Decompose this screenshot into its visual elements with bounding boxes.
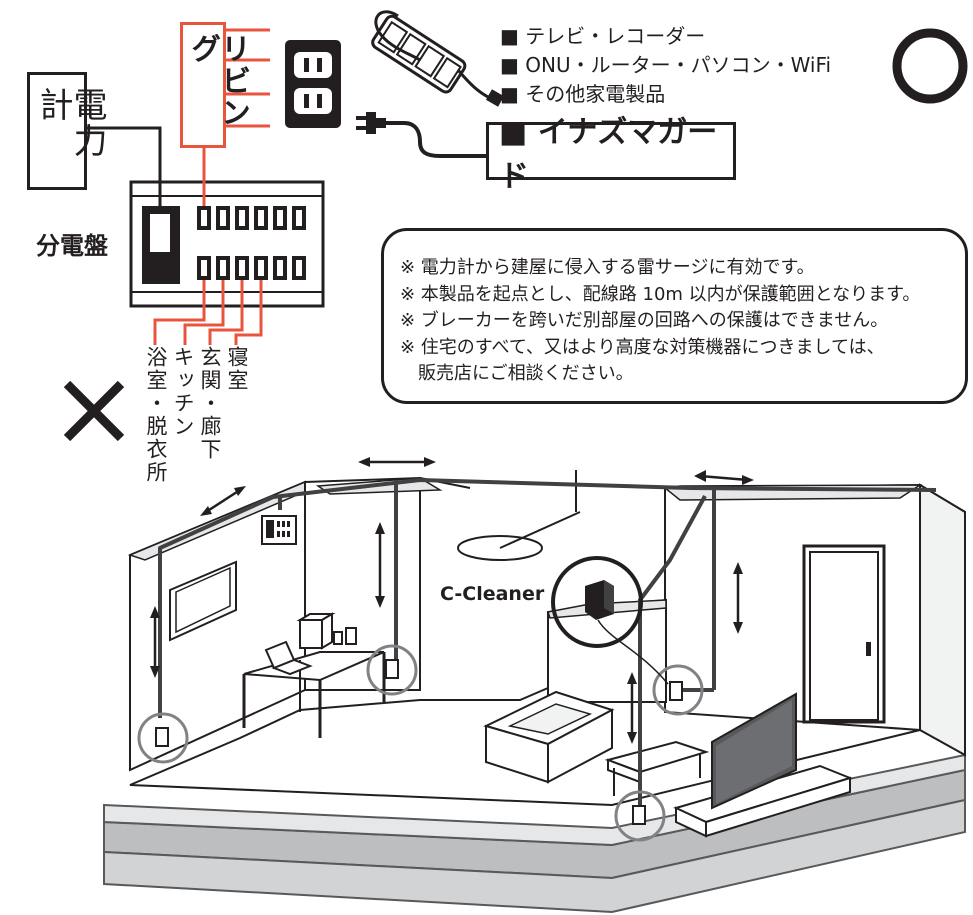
device-item: ■ その他家電製品 xyxy=(500,82,666,106)
power-strip-cord xyxy=(374,10,421,62)
room-label-bath: 浴室・脱衣所 xyxy=(144,346,168,484)
note-line: ※ 住宅のすべて、又はより高度な対策機器につきましては、 xyxy=(400,336,885,358)
inazuma-guard-label: ■ イナズマガード xyxy=(499,115,718,194)
device-item: ■ ONU・ルーター・パソコン・WiFi xyxy=(500,53,832,77)
note-line: ※ 電力計から建屋に侵入する雷サージに有効です。 xyxy=(400,257,815,278)
guard-cord xyxy=(386,121,488,158)
power-strip-icon xyxy=(371,14,467,94)
meter-wire xyxy=(87,126,162,206)
inazuma-guard-box: ■ イナズマガード xyxy=(486,115,736,194)
living-label-box: リビング xyxy=(180,22,250,148)
strip-plug-icon xyxy=(485,89,505,107)
room-label-entrance: 玄関・廊下 xyxy=(198,346,222,461)
living-label: リビング xyxy=(185,33,250,129)
notes-box: ※ 電力計から建屋に侵入する雷サージに有効です。 ※ 本製品を起点とし、配線路 … xyxy=(381,228,968,404)
note-line: ※ 本製品を起点とし、配線路 10m 以内が保護範囲となります。 xyxy=(400,283,921,305)
room-label-bedroom: 寝室 xyxy=(225,346,249,392)
device-item: ■ テレビ・レコーダー xyxy=(500,24,706,48)
room-circuit-wires xyxy=(153,280,263,345)
note-line: 販売店にご相談ください。 xyxy=(400,363,634,384)
power-meter-box: 電力計 xyxy=(27,72,107,190)
guard-plug-icon xyxy=(356,112,386,134)
panel-label: 分電盤 xyxy=(36,232,108,260)
power-meter-label: 電力計 xyxy=(33,87,107,159)
wall-outlet-icon xyxy=(285,40,341,128)
house-illustration xyxy=(103,457,966,914)
product-label: C-Cleaner xyxy=(440,583,545,605)
ok-circle-mark xyxy=(892,28,968,104)
ng-cross-mark xyxy=(63,380,125,442)
room-label-kitchen: キッチン xyxy=(171,346,195,438)
device-list: ■ テレビ・レコーダー ■ ONU・ルーター・パソコン・WiFi ■ その他家電… xyxy=(500,22,831,109)
living-circuit-wires xyxy=(202,28,270,206)
note-line: ※ ブレーカーを跨いだ別部屋の回路への保護はできません。 xyxy=(400,310,889,331)
distribution-panel xyxy=(129,180,325,308)
